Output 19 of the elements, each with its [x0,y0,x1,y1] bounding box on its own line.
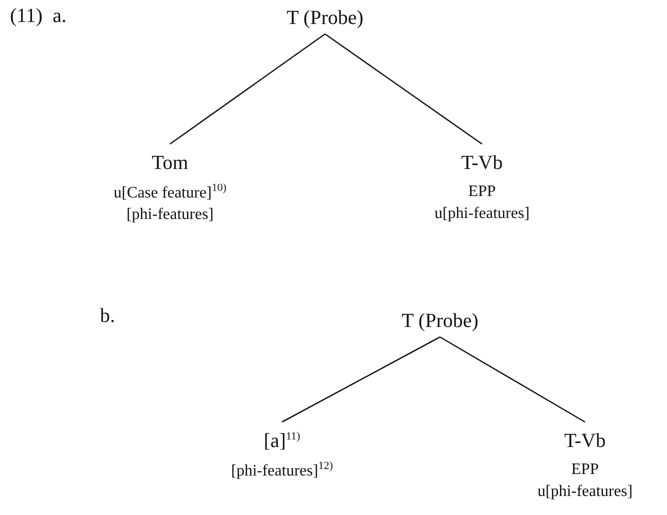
feature-label: [phi-features]$^{12)}$ [230,459,334,482]
feature-label: EPP [467,182,497,202]
tree-node-label: Tom [150,151,190,176]
tree-branch-line [440,336,586,423]
tree-node-label: T (Probe) [286,6,364,31]
feature-label: [phi-features] [125,204,215,225]
tree-branch-line [324,33,482,145]
tree-node-label: T (Probe) [400,309,480,334]
feature-label: u[Case feature]$^{10)}$ [112,181,228,204]
feature-label: u[phi-features] [433,204,531,224]
tree-branch-line [170,33,326,145]
feature-label: u[phi-features] [536,482,634,502]
tree-node-label: T-Vb [460,151,504,176]
tree-branch-line [282,336,440,423]
feature-label: EPP [570,460,600,480]
example-label: b. [100,305,115,328]
tree-node-label: [a]$^{11)}$ [262,429,302,454]
tree-node-label: T-Vb [563,429,607,454]
example-label: (11) a. [10,5,66,28]
